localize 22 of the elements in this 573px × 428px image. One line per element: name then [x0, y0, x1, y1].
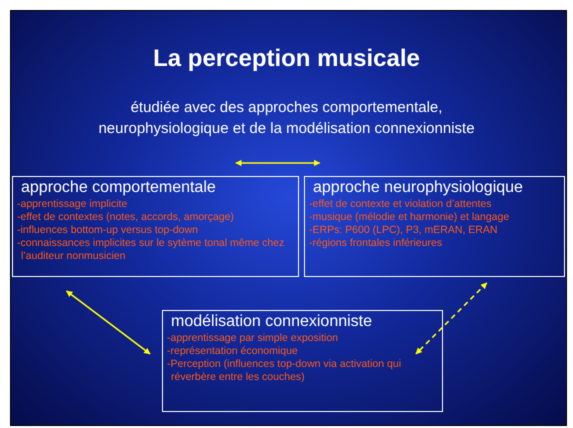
bullet-item: -apprentissage par simple exposition	[167, 332, 340, 345]
topic-box	[304, 176, 565, 277]
double-arrow	[235, 160, 320, 166]
slide-title: La perception musicale	[152, 44, 421, 74]
bullet-item: -apprentissage implicite	[17, 198, 128, 211]
box-heading: approche neurophysiologique	[312, 178, 524, 198]
topic-box	[12, 176, 299, 277]
bullet-item: -effet de contexte et violation d’attentes	[309, 198, 493, 211]
bullet-item: -effet de contextes (notes, accords, amorçage)	[17, 211, 235, 224]
bullet-item: -musique (mélodie et harmonie) et langage	[309, 211, 510, 224]
subtitle: étudiée avec des approches comportementale, neurophysiologique et de la modélisation connexionniste	[97, 98, 476, 139]
bullet-item: -représentation économique	[167, 345, 299, 358]
bullet-item: -régions frontales inférieures	[309, 237, 444, 250]
double-arrow	[415, 282, 488, 354]
bullet-item: -Perception (influences top-down via activation qui réverbère entre les couches)	[167, 358, 402, 384]
bullet-item: -ERPs: P600 (LPC), P3, mERAN, ERAN	[309, 224, 498, 237]
bullet-item: -connaissances implicites sur le sytème tonal même chez l’auditeur nonmusicien	[17, 237, 286, 263]
bullet-item: -influences bottom-up versus top-down	[17, 224, 199, 237]
box-heading: approche comportementale	[20, 178, 217, 198]
topic-box	[162, 310, 443, 412]
box-heading: modélisation connexionniste	[170, 312, 374, 332]
double-arrow	[66, 290, 150, 354]
